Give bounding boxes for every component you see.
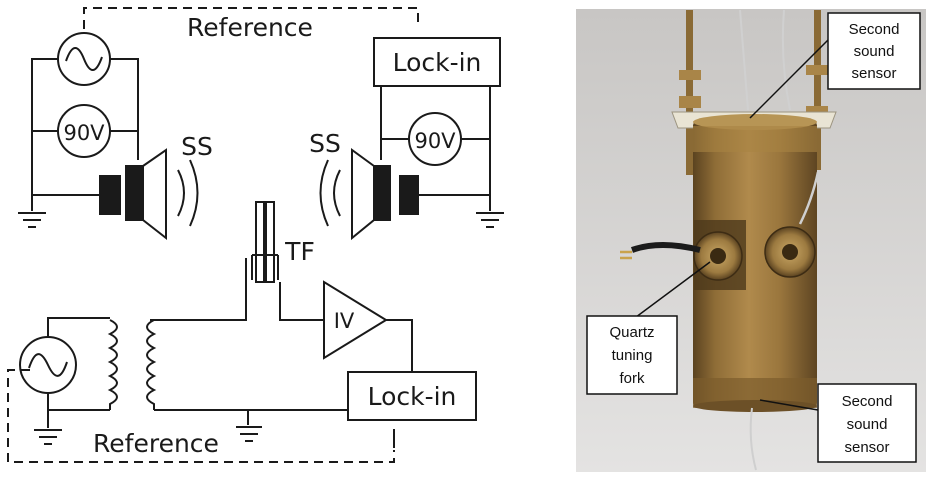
speaker-right-cone	[351, 148, 375, 241]
speaker-left-cone	[142, 148, 167, 241]
callout-top-box	[827, 12, 921, 90]
reference-label-top: Reference	[187, 13, 313, 42]
sensor-flange-right-center	[782, 244, 798, 260]
callout-top-line3: sensor	[851, 65, 896, 82]
tf-label: TF	[284, 237, 315, 266]
ground-icon-left	[18, 212, 46, 228]
ground-icon-center	[236, 426, 262, 442]
ss-label-left: SS	[181, 132, 213, 161]
lock-in-top-label: Lock-in	[393, 48, 482, 77]
brass-cylinder	[693, 120, 817, 408]
transformer-primary	[107, 319, 118, 410]
callout-bottom-line2: sound	[847, 416, 888, 433]
callout-fork-line1: Quartz	[609, 324, 654, 341]
lock-in-bottom	[347, 371, 477, 421]
iv-label: IV	[334, 309, 355, 333]
ground-icon-bottom-left	[34, 429, 62, 445]
callout-top-line2: sound	[854, 43, 895, 60]
sound-waves-right	[319, 159, 341, 227]
amplifier-90v-right-label: 90V	[414, 129, 456, 153]
support-rod-left	[686, 10, 693, 175]
callout-bottom-box	[817, 383, 917, 463]
tuning-fork-prong-left	[255, 201, 265, 283]
speaker-left-coil	[125, 165, 144, 221]
source-wiring-bottom	[47, 317, 110, 428]
top-wires	[739, 9, 791, 111]
leader-bottom	[759, 399, 819, 411]
leader-top	[749, 39, 829, 119]
reference-line-bottom	[7, 369, 395, 463]
fork-pins	[620, 250, 632, 260]
ground-icon-right	[476, 212, 504, 228]
callout-top-line1: Second	[849, 21, 900, 38]
speaker-right-coil	[373, 165, 391, 221]
amplifier-90v-left-label: 90V	[63, 121, 105, 145]
return-wiring	[154, 409, 348, 425]
reference-label-bottom: Reference	[93, 429, 219, 458]
rod-nut-left-2	[679, 96, 701, 108]
sine-wave	[65, 47, 103, 71]
leader-fork	[631, 261, 711, 321]
reference-line-top	[83, 7, 419, 29]
tuning-fork-prong-right	[265, 201, 275, 283]
callout-bottom-line1: Second	[842, 393, 893, 410]
rod-nut-right	[806, 65, 828, 75]
callout-fork-box	[586, 315, 678, 395]
detect-wiring-right	[380, 86, 491, 211]
lock-in-top	[373, 37, 501, 87]
lock-in-bottom-label: Lock-in	[368, 382, 457, 411]
speaker-left-magnet	[99, 175, 121, 215]
drive-wiring-left	[31, 58, 139, 211]
fork-cable	[630, 242, 701, 253]
callout-fork-line3: fork	[619, 370, 645, 387]
rod-nut-left	[679, 70, 701, 80]
tuning-fork-base	[251, 254, 279, 280]
support-rod-right	[814, 10, 821, 170]
fork-flange-center	[710, 248, 726, 264]
callout-bottom-line3: sensor	[844, 439, 889, 456]
bottom-wire	[749, 407, 757, 471]
experimental-schematic: Reference 90V SS Lock-in 90V SS TF	[7, 7, 504, 463]
callout-fork-line2: tuning	[612, 347, 653, 364]
sound-waves-left	[177, 159, 199, 227]
top-band	[693, 126, 817, 152]
transformer-secondary	[146, 319, 157, 410]
ss-label-right: SS	[309, 129, 341, 158]
tf-wiring	[150, 258, 413, 372]
speaker-right-magnet	[399, 175, 419, 215]
sine-wave-bottom	[28, 353, 68, 377]
cell-photograph: Second sound sensor Quartz tuning fork S…	[576, 9, 926, 472]
cylinder-bottom	[693, 400, 817, 412]
sensor-lead-right	[798, 171, 820, 225]
